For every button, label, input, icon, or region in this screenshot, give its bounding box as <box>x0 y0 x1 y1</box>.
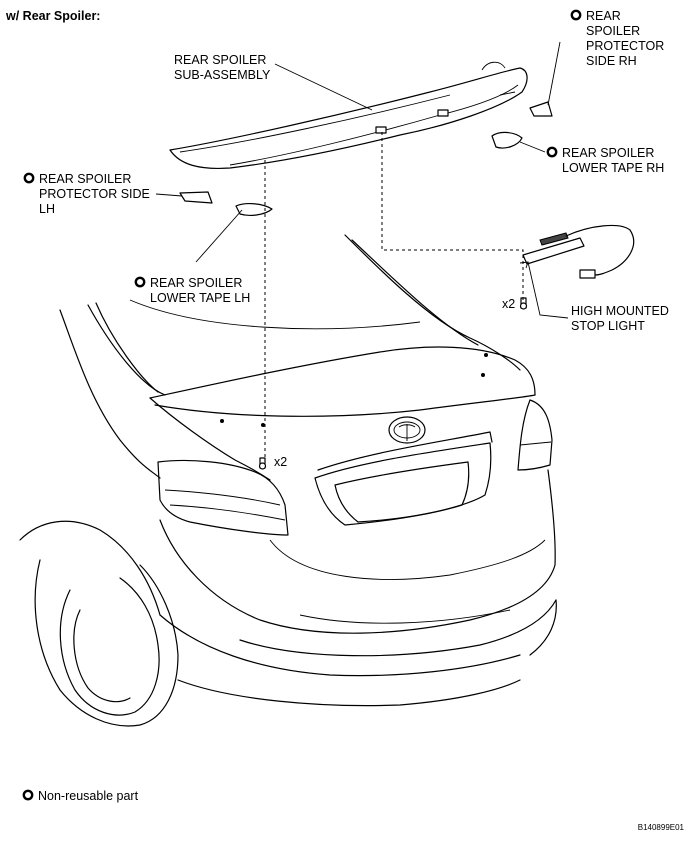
non-reusable-marker-icon <box>546 146 558 158</box>
quantity-lower-nuts: x2 <box>502 297 515 311</box>
callout-line: LOWER TAPE LH <box>150 291 250 305</box>
callout-line: REAR SPOILER <box>150 276 242 290</box>
callout-line: SUB-ASSEMBLY <box>174 68 271 82</box>
rear-spoiler-illustration <box>169 61 528 170</box>
legend-non-reusable-label: Non-reusable part <box>38 789 139 803</box>
callout-line: PROTECTOR SIDE <box>39 187 150 201</box>
non-reusable-marker-icon <box>570 9 582 21</box>
diagram-title: w/ Rear Spoiler: <box>5 9 100 23</box>
nut-icon <box>258 457 267 470</box>
callout-line: HIGH MOUNTED <box>571 304 669 318</box>
stop-light-illustration <box>519 224 635 279</box>
callout-line: SIDE RH <box>586 54 637 68</box>
quantity-upper-nuts: x2 <box>274 455 287 469</box>
callout-line: REAR <box>586 9 621 23</box>
lower-tape-lh-part <box>235 203 273 216</box>
callout-line: STOP LIGHT <box>571 319 645 333</box>
non-reusable-marker-icon <box>22 789 34 801</box>
callout-line: SPOILER <box>586 24 640 38</box>
callout-line: REAR SPOILER <box>39 172 131 186</box>
figure-code: B140899E01 <box>638 823 685 832</box>
callout-line: PROTECTOR <box>586 39 664 53</box>
callout-line: REAR SPOILER <box>562 146 654 160</box>
legend: Non-reusable part <box>22 789 139 803</box>
callout-line: LOWER TAPE RH <box>562 161 664 175</box>
callout-line: LH <box>39 202 55 216</box>
protector-side-lh-part <box>179 191 213 204</box>
protector-side-rh-part <box>529 101 553 117</box>
lower-tape-rh-part <box>491 131 523 149</box>
non-reusable-marker-icon <box>23 172 35 184</box>
car-body-illustration <box>19 234 557 727</box>
callout-line: REAR SPOILER <box>174 53 266 67</box>
non-reusable-marker-icon <box>134 276 146 288</box>
